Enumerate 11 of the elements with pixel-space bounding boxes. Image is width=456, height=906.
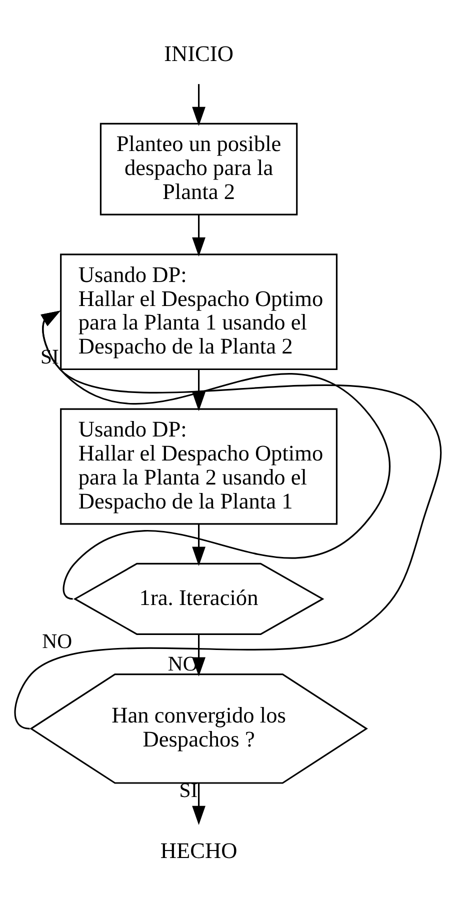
edge-label: NO <box>42 630 72 653</box>
arrow <box>14 310 442 729</box>
node-box: Planteo un posible despacho para la Planta 2 <box>100 122 298 215</box>
node-text: HECHO <box>160 837 238 862</box>
node-box: Usando DP: Hallar el Despacho Optimo para la Planta 1 usando el Despacho de la Planta 2 <box>60 253 338 370</box>
arrow <box>192 782 206 825</box>
arrow <box>192 84 206 126</box>
arrow <box>192 214 206 256</box>
node-text: INICIO <box>164 40 234 66</box>
arrow <box>192 524 206 566</box>
node-box: Usando DP: Hallar el Despacho Optimo para la Planta 2 usando el Despacho de la Planta 1 <box>60 408 338 524</box>
